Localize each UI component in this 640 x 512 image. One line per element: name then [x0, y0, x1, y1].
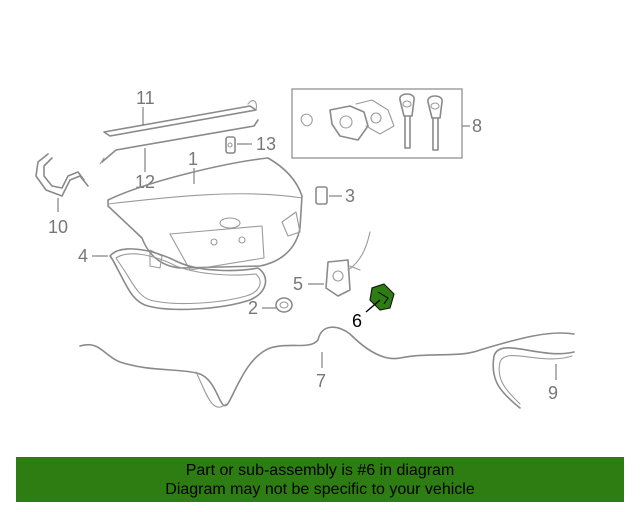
part-2-grommet [275, 297, 293, 313]
info-banner: Part or sub-assembly is #6 in diagram Di… [16, 457, 624, 502]
part-5-latch [325, 231, 371, 297]
part-7-cable [79, 326, 575, 408]
callout-6: 6 [352, 311, 362, 331]
part-12-rod [99, 119, 259, 165]
callout-2: 2 [248, 298, 258, 318]
callout-8: 8 [472, 116, 482, 136]
part-4-weatherstrip [109, 248, 267, 311]
callout-4: 4 [78, 246, 88, 266]
part-9-cable [492, 347, 575, 409]
callout-7: 7 [316, 371, 326, 391]
banner-line-2: Diagram may not be specific to your vehi… [165, 481, 475, 498]
callout-5: 5 [293, 274, 303, 294]
callout-9: 9 [548, 383, 558, 403]
callout-3: 3 [345, 186, 355, 206]
callout-12: 12 [135, 172, 155, 192]
banner-line-1: Part or sub-assembly is #6 in diagram [185, 462, 455, 479]
callout-1: 1 [188, 149, 198, 169]
part-10-hinge [35, 153, 89, 197]
part-8-lock-set [291, 88, 463, 159]
callout-13: 13 [256, 134, 276, 154]
callout-10: 10 [48, 217, 68, 237]
callout-11: 11 [136, 88, 155, 108]
part-3-stop [315, 186, 328, 205]
part-11-strip [103, 100, 257, 137]
part-13-clip [225, 136, 236, 154]
part-1-trunk-lid [107, 157, 303, 271]
